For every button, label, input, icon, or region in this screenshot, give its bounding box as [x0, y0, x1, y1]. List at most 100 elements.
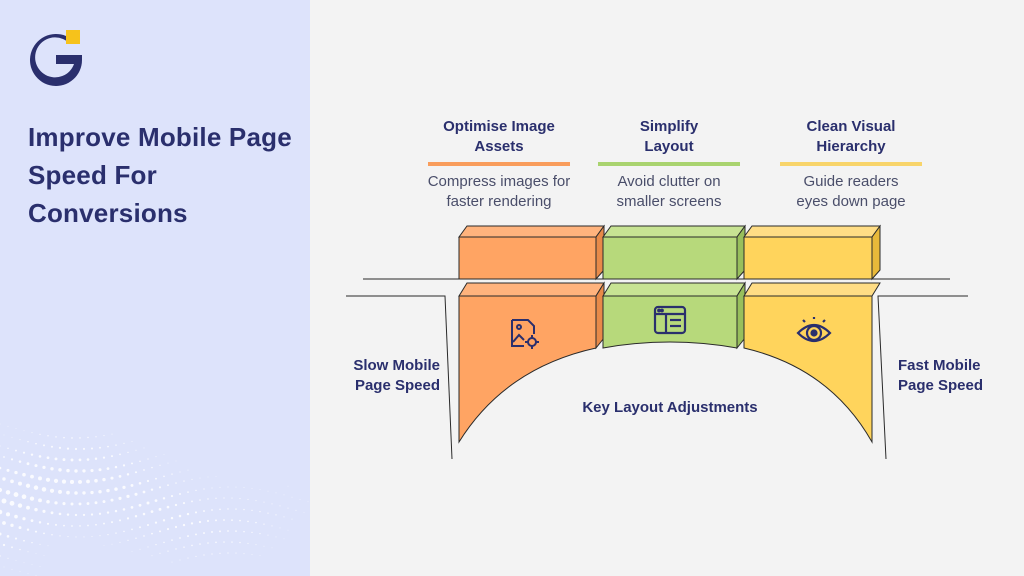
- halftone-dot: [11, 568, 13, 570]
- halftone-dot: [87, 524, 89, 527]
- halftone-dot: [82, 469, 86, 473]
- halftone-dot: [114, 487, 118, 491]
- halftone-dot: [119, 541, 121, 543]
- halftone-dot: [38, 476, 42, 481]
- arch-segment-2: [602, 281, 746, 350]
- halftone-dot: [33, 485, 39, 490]
- halftone-dot: [62, 502, 66, 506]
- step-3-underline: [780, 162, 922, 166]
- halftone-dot: [211, 553, 213, 555]
- halftone-dot: [146, 479, 150, 483]
- halftone-dot: [119, 453, 121, 456]
- halftone-dot: [98, 468, 102, 472]
- halftone-dot: [147, 458, 149, 460]
- halftone-dot: [199, 499, 201, 501]
- halftone-dot: [199, 543, 201, 545]
- halftone-dot: [187, 491, 189, 493]
- step-3-description: Guide readers eyes down page: [751, 172, 951, 212]
- halftone-dot: [38, 521, 42, 524]
- halftone-dot: [183, 546, 185, 548]
- halftone-dot: [118, 519, 122, 522]
- halftone-dot: [26, 528, 30, 531]
- halftone-dot: [63, 524, 65, 527]
- halftone-dot: [82, 491, 86, 495]
- halftone-dot: [39, 433, 41, 435]
- halftone-dot: [251, 509, 253, 512]
- step-2-heading-line1: Simplify: [639, 118, 699, 135]
- halftone-dot: [155, 543, 157, 546]
- halftone-dot: [219, 486, 221, 488]
- halftone-dot: [175, 460, 177, 462]
- halftone-dot: [126, 473, 130, 476]
- halftone-dot: [66, 447, 70, 450]
- halftone-dot: [130, 506, 134, 509]
- halftone-dot: [0, 532, 2, 536]
- halftone-dot: [111, 543, 113, 545]
- halftone-dot: [247, 498, 249, 500]
- halftone-dot: [118, 496, 122, 500]
- halftone-dot: [215, 519, 217, 522]
- halftone-dot: [142, 490, 146, 494]
- halftone-dot: [147, 546, 149, 548]
- halftone-dot: [45, 477, 51, 482]
- halftone-dot: [42, 465, 46, 469]
- halftone-dot: [174, 525, 178, 529]
- halftone-dot: [231, 519, 233, 521]
- halftone-dot: [211, 531, 213, 533]
- halftone-dot: [58, 468, 62, 472]
- halftone-dot: [167, 550, 169, 552]
- halftone-dot: [235, 508, 237, 510]
- halftone-dot: [191, 500, 193, 503]
- halftone-dot: [102, 456, 106, 459]
- slow-speed-label: Slow Mobile Page Speed: [330, 356, 440, 396]
- halftone-dot: [3, 456, 5, 458]
- halftone-dot: [179, 537, 181, 539]
- halftone-dot: [151, 466, 153, 469]
- halftone-dot: [106, 467, 110, 470]
- step-1-heading-line1: Optimise Image: [443, 118, 555, 135]
- halftone-dot: [7, 447, 9, 450]
- halftone-dot: [94, 501, 98, 505]
- halftone-dot: [95, 523, 97, 526]
- halftone-dot: [303, 512, 305, 514]
- halftone-dot: [58, 489, 62, 494]
- halftone-dot: [42, 509, 46, 513]
- halftone-dot: [18, 481, 22, 486]
- halftone-dot: [2, 477, 6, 481]
- halftone-dot: [163, 475, 165, 478]
- halftone-dot: [255, 500, 257, 502]
- halftone-dot: [130, 483, 134, 487]
- halftone-dot: [18, 460, 22, 463]
- fast-speed-line1: Fast Mobile: [898, 357, 981, 374]
- halftone-dot: [174, 503, 178, 507]
- top-block-1-face: [458, 236, 597, 280]
- halftone-dot: [207, 476, 209, 478]
- halftone-dot: [63, 436, 65, 439]
- halftone-dot: [191, 544, 193, 547]
- halftone-dot: [179, 493, 181, 495]
- halftone-dot: [7, 425, 9, 427]
- top-block-3: [743, 224, 881, 281]
- halftone-dot: [211, 509, 213, 511]
- halftone-dot: [199, 477, 201, 479]
- left-bank-line: [346, 295, 453, 460]
- halftone-dot: [2, 543, 6, 547]
- halftone-dot: [235, 530, 237, 532]
- halftone-dot: [151, 532, 153, 535]
- halftone-dot: [126, 494, 130, 499]
- halftone-dot: [146, 523, 150, 527]
- halftone-dot: [251, 488, 253, 489]
- halftone-dot: [183, 480, 185, 482]
- slow-speed-line1: Slow Mobile: [353, 357, 440, 374]
- halftone-dot: [150, 510, 154, 514]
- halftone-dot: [26, 505, 30, 510]
- halftone-dot: [251, 531, 253, 534]
- halftone-dot: [259, 489, 261, 491]
- halftone-dot: [154, 521, 158, 524]
- halftone-dot: [118, 475, 122, 478]
- halftone-dot: [143, 535, 145, 537]
- halftone-dot: [0, 466, 2, 470]
- key-layout-adjustments-label: Key Layout Adjustments: [582, 399, 758, 416]
- halftone-dot: [259, 533, 261, 535]
- halftone-dot: [86, 502, 90, 505]
